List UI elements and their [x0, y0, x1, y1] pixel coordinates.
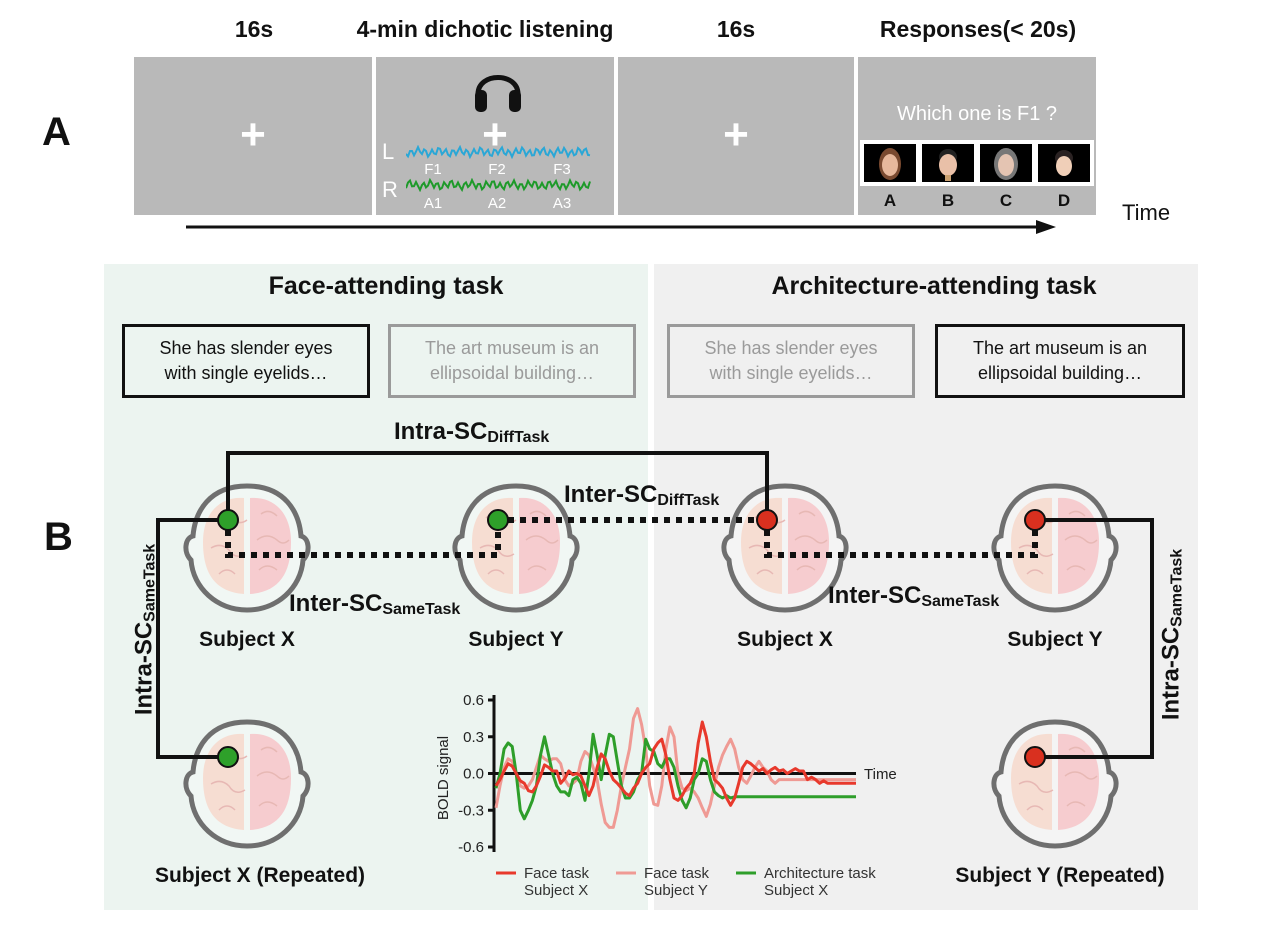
series-line-architecture-task-subject-x: [494, 732, 856, 821]
stream-item-f3: F3: [553, 161, 571, 178]
option-label-a: A: [883, 191, 897, 210]
node-face-subject-x: [217, 509, 239, 531]
node-face-subject-x-repeated: [217, 746, 239, 768]
subject-label-face-x: Subject X: [199, 628, 295, 651]
response-screen: Which one is F1 ? A B C D: [858, 57, 1096, 215]
right-ear-label: R: [382, 177, 398, 202]
inter-sc-difftask-label: Inter-SCDiffTask: [564, 481, 720, 509]
legend-label: Subject X: [524, 882, 588, 899]
subject-label-arch-y-repeated: Subject Y (Repeated): [955, 864, 1165, 887]
inter-sc-sametask-arch-label: Inter-SCSameTask: [828, 582, 1000, 610]
node-face-subject-y: [487, 509, 509, 531]
intra-sc-sametask-right-label: Intra-SCSameTask: [1157, 548, 1186, 721]
option-label-d: D: [1057, 191, 1071, 210]
stream-item-f2: F2: [488, 161, 506, 178]
node-arch-subject-y-repeated: [1024, 746, 1046, 768]
legend-label: Subject X: [764, 882, 828, 899]
phase-title-3: 16s: [716, 16, 756, 42]
y-tick-label: 0.6: [463, 692, 484, 709]
node-arch-subject-x: [756, 509, 778, 531]
fixation-screen-2: +: [618, 57, 854, 215]
intra-sc-difftask-line: [226, 451, 769, 520]
series-line-face-task-subject-x: [494, 720, 856, 807]
intra-sc-difftask-label: Intra-SCDiffTask: [394, 418, 550, 446]
head-arch-subject-y: [994, 486, 1116, 610]
left-audio-waveform: [406, 145, 591, 159]
face-option-b[interactable]: [920, 142, 976, 184]
head-arch-subject-y-repeated: [994, 722, 1116, 846]
subject-label-arch-x: Subject X: [737, 628, 833, 651]
response-question: Which one is F1 ?: [896, 103, 1058, 125]
intra-sc-sametask-left-line: [156, 518, 228, 759]
y-tick-label: 0.0: [463, 766, 484, 783]
legend-label: Architecture task: [764, 865, 876, 882]
intra-sc-sametask-right-line: [1035, 518, 1154, 759]
phase-title-4: Responses(< 20s): [879, 16, 1077, 42]
phase-title-1: 16s: [234, 16, 274, 42]
inter-sc-sametask-arch-line: [764, 530, 1038, 558]
right-audio-waveform: [406, 178, 591, 192]
panel-letter-a: A: [42, 110, 71, 154]
face-option-d[interactable]: [1036, 142, 1092, 184]
phase-title-2: 4-min dichotic listening: [356, 16, 614, 42]
fixation-screen-1: +: [134, 57, 372, 215]
time-axis-label: Time: [1122, 200, 1171, 225]
time-arrow: [186, 220, 1056, 234]
stream-item-a1: A1: [423, 195, 443, 212]
face-task-title: Face-attending task: [268, 272, 504, 300]
y-axis-label: BOLD signal: [435, 736, 452, 820]
stream-item-a3: A3: [552, 195, 572, 212]
inter-sc-sametask-face-label: Inter-SCSameTask: [289, 590, 461, 618]
face-option-a[interactable]: [862, 142, 918, 184]
bold-signal-chart: BOLD signal 0.6 0.3 0.0 -0.3 -0.6 Time Face …: [435, 692, 897, 899]
face-option-c[interactable]: [978, 142, 1034, 184]
y-tick-label: 0.3: [463, 729, 484, 746]
legend-label: Face task: [644, 865, 710, 882]
y-tick-label: -0.6: [458, 839, 484, 856]
series-line-face-task-subject-y: [494, 707, 856, 829]
panel-letter-b: B: [44, 515, 73, 559]
legend-label: Face task: [524, 865, 590, 882]
subject-label-face-x-repeated: Subject X (Repeated): [154, 864, 366, 887]
fixation-cross-icon: +: [723, 110, 749, 159]
head-face-subject-y: [455, 486, 577, 610]
inter-sc-sametask-face-line: [225, 530, 501, 558]
node-arch-subject-y: [1024, 509, 1046, 531]
y-tick-label: -0.3: [458, 802, 484, 819]
dichotic-screen: + L R F1 F2 F3 A1 A2 A3: [376, 57, 614, 215]
x-axis-label: Time: [864, 766, 897, 783]
left-ear-label: L: [382, 139, 395, 164]
fixation-cross-icon: +: [240, 110, 266, 159]
head-face-subject-x-repeated: [186, 722, 308, 846]
stream-item-a2: A2: [487, 195, 507, 212]
option-label-c: C: [999, 191, 1013, 210]
arch-task-title: Architecture-attending task: [771, 272, 1097, 300]
stream-item-f1: F1: [424, 161, 442, 178]
option-label-b: B: [941, 191, 955, 210]
legend-label: Subject Y: [644, 882, 708, 899]
subject-label-arch-y: Subject Y: [1007, 628, 1103, 651]
subject-label-face-y: Subject Y: [468, 628, 564, 651]
headphones-icon: [475, 75, 521, 112]
